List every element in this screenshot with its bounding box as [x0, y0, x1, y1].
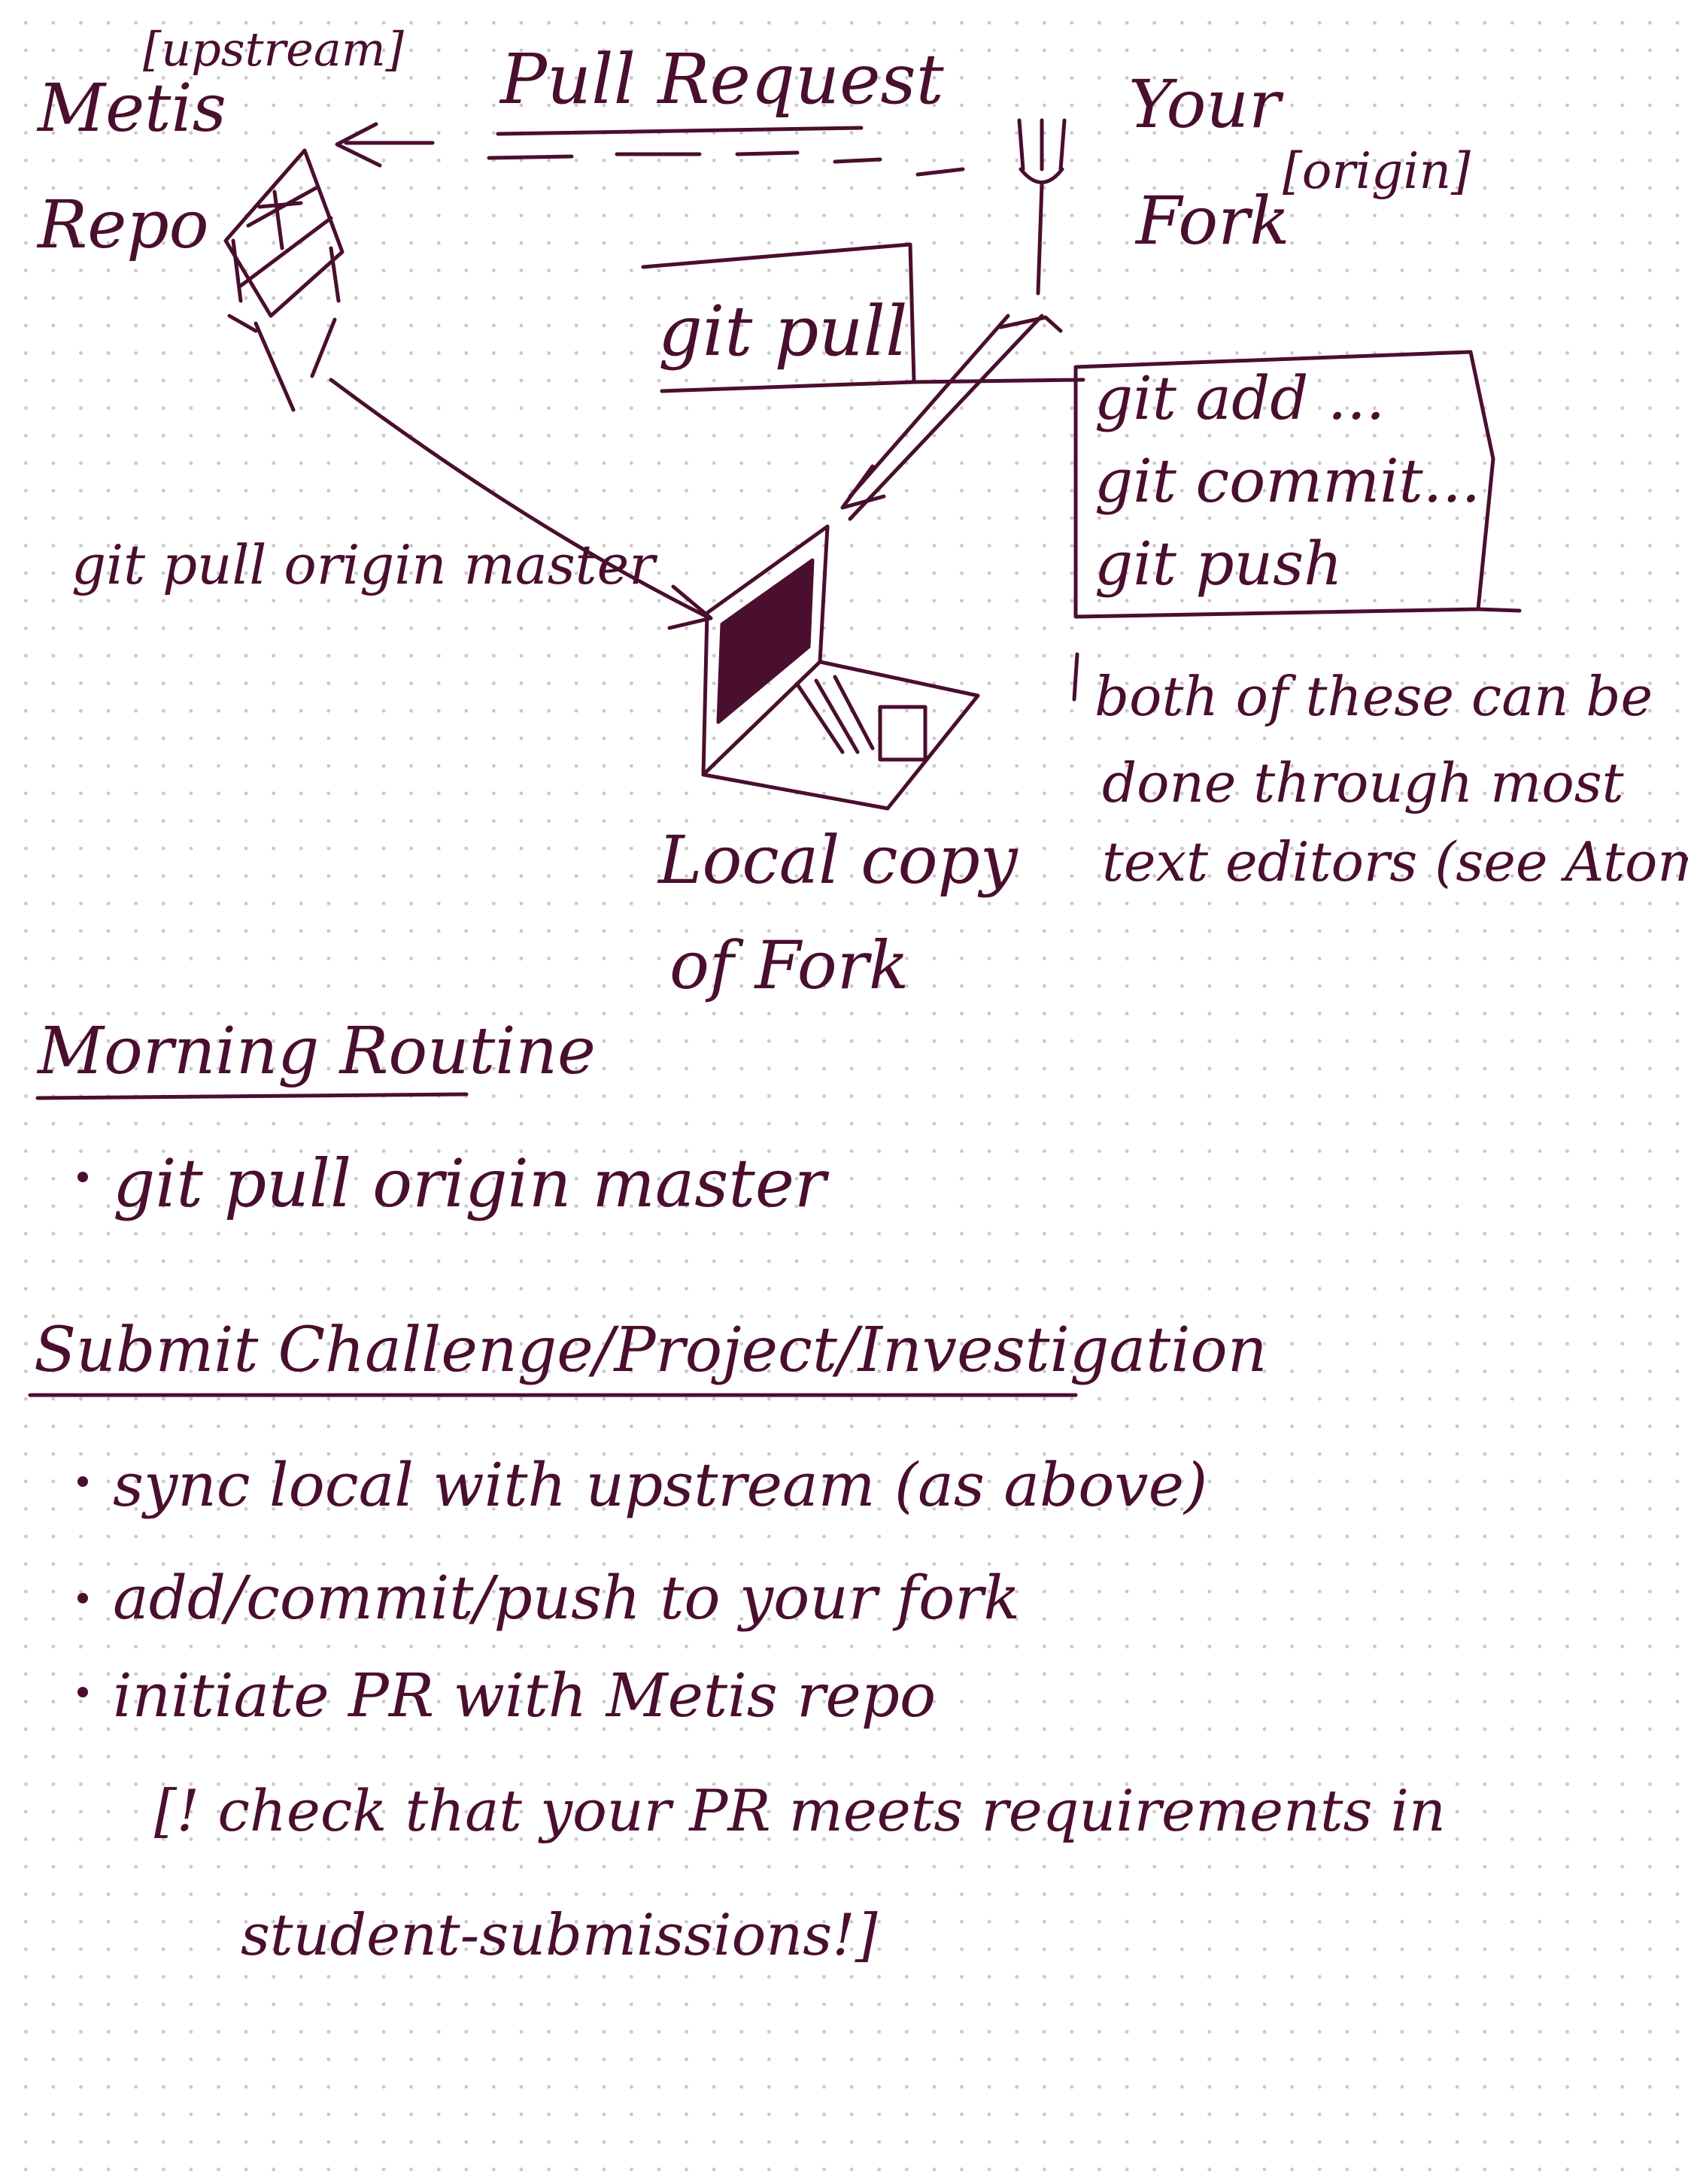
editor-note-line-3: text editors (see Atom): [1102, 830, 1688, 893]
submit-item: sync local with upstream (as above): [113, 1450, 1208, 1520]
sync-label: git pull origin master: [71, 533, 655, 596]
editor-note-line-2: done through most: [1102, 751, 1624, 814]
git-push-box: [1073, 350, 1495, 619]
git-commit-command: git commit...: [1094, 446, 1481, 516]
submit-note-line-2: student-submissions!]: [241, 1901, 878, 1968]
sync-arrow: [329, 378, 709, 619]
submit-heading: Submit Challenge/Project/Investigation: [34, 1315, 1268, 1386]
morning-heading: Morning Routine: [38, 1014, 596, 1089]
git-pull-box: [641, 242, 916, 393]
local-copy-label: Local copy: [658, 821, 1018, 899]
git-push-command: git push: [1094, 529, 1343, 599]
git-add-command: git add ...: [1094, 363, 1386, 433]
fork-label: Fork: [1136, 182, 1290, 259]
fork-icon: [1017, 118, 1067, 296]
submit-note-line-1: [! check that your PR meets requirements…: [154, 1777, 1446, 1844]
git-pull-box-label: git pull: [658, 291, 908, 372]
origin-tag: [origin]: [1283, 142, 1471, 200]
laptop-icon: [701, 524, 980, 811]
pull-arrow: [848, 314, 1010, 499]
pull-request-label: Pull Request: [500, 39, 944, 120]
upstream-tag: [upstream]: [143, 22, 404, 77]
submit-item: add/commit/push to your fork: [113, 1563, 1020, 1633]
of-fork-label: of Fork: [669, 927, 909, 1004]
metis-label: Metis: [38, 69, 226, 147]
repo-icon: [223, 148, 345, 412]
push-arrow: [848, 314, 1044, 521]
repo-label: Repo: [38, 186, 209, 263]
your-label: Your: [1128, 65, 1281, 143]
morning-item: git pull origin master: [113, 1145, 826, 1222]
submit-item: initiate PR with Metis repo: [113, 1661, 937, 1731]
editor-note-line-1: both of these can be: [1094, 665, 1653, 728]
